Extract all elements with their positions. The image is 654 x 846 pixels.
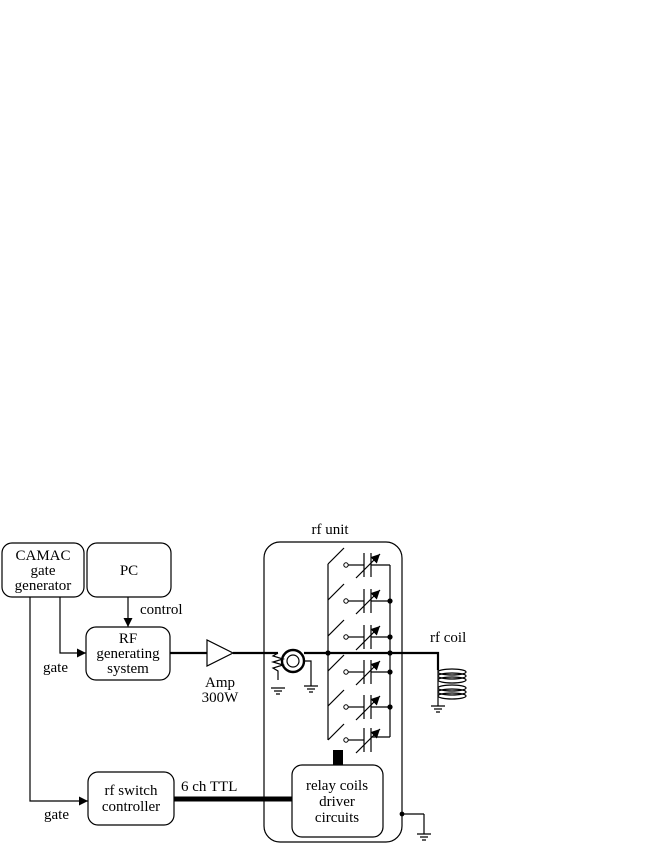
- relay-link: [333, 750, 343, 765]
- gate-label-lower: gate: [44, 807, 69, 823]
- relay-label-1: relay coils: [306, 778, 368, 794]
- pc-label: PC: [120, 563, 138, 579]
- relay-coils-driver: relay coils driver circuits: [291, 764, 384, 838]
- amp-label-2: 300W: [202, 690, 240, 706]
- camac-label-1: CAMAC: [15, 548, 70, 564]
- rf-unit-label: rf unit: [311, 522, 349, 538]
- rf-generating-system: RF generating system: [85, 626, 171, 681]
- rf-switch-controller: rf switch controller: [87, 771, 175, 826]
- rf-coil: [437, 668, 467, 700]
- camac-gate-to-rf-wire: [59, 597, 86, 658]
- switch-cap-5: [327, 689, 390, 721]
- amp-label-1: Amp: [205, 675, 235, 691]
- switch-cap-6: [327, 723, 390, 754]
- chassis-ground: [399, 811, 431, 841]
- rf-gen-label-3: system: [107, 661, 149, 677]
- camac-gate-to-switch-wire: [29, 597, 88, 806]
- pc-block: PC: [86, 542, 172, 598]
- switch-capacitor-bank: [325, 547, 393, 754]
- gate-label-upper: gate: [43, 660, 68, 676]
- rf-switch-label-1: rf switch: [105, 783, 158, 799]
- camac-gate-generator: CAMAC gate generator: [1, 542, 85, 598]
- switch-cap-2: [327, 583, 390, 615]
- amplifier: [206, 639, 235, 667]
- control-label: control: [140, 602, 183, 618]
- camac-label-3: generator: [15, 578, 72, 594]
- camac-label-2: gate: [31, 563, 56, 579]
- switch-cap-1: [327, 547, 390, 579]
- rf-switch-label-2: controller: [102, 799, 160, 815]
- switch-cap-3: [327, 619, 390, 651]
- rf-gen-label-2: generating: [96, 646, 160, 662]
- switch-cap-4: [327, 654, 390, 686]
- relay-label-3: circuits: [315, 810, 359, 826]
- rf-gen-label-1: RF: [119, 631, 137, 647]
- ttl-label: 6 ch TTL: [181, 779, 237, 795]
- relay-label-2: driver: [319, 794, 355, 810]
- matching-transformer: [270, 648, 328, 695]
- rf-coil-label: rf coil: [430, 630, 466, 646]
